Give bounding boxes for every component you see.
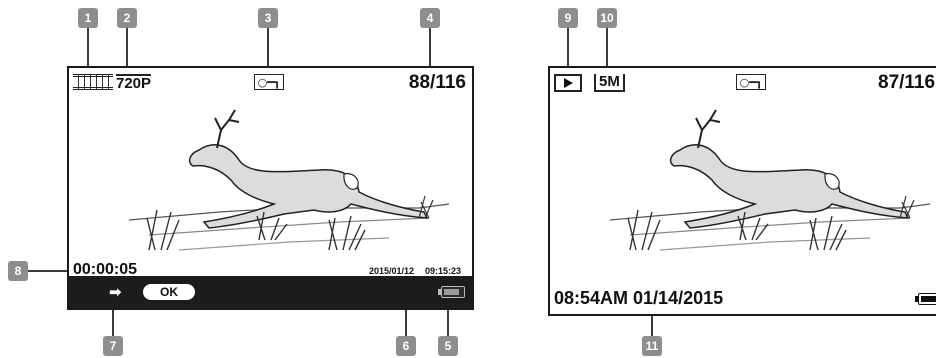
lock-icon: ○━┓ [254,74,284,90]
leader-7 [112,310,114,336]
callout-3: 3 [258,8,278,28]
callout-5: 5 [438,336,458,356]
callout-11: 11 [642,336,662,356]
status-bar: 5M ○━┓ 87/116 [550,68,936,96]
arrow-right-icon: ➡ [109,283,122,301]
resolution-label: 5M [594,74,625,92]
callout-7: 7 [103,336,123,356]
date-time: 08:54AM 01/14/2015 [554,288,723,309]
file-counter: 88/116 [409,72,466,94]
play-icon [554,74,582,92]
battery-icon [918,293,936,305]
battery-icon [441,286,465,298]
callout-9: 9 [558,8,578,28]
resolution-label: 720P [116,74,151,92]
photo-playback-screen: 5M ○━┓ 87/116 08:54AM 01/14/2015 [548,66,936,316]
leader-1 [87,28,89,68]
control-bar: ➡ OK [69,276,472,308]
callout-8: 8 [8,261,28,281]
time-stamp: 09:15:23 [425,266,461,276]
callout-6: 6 [396,336,416,356]
video-mode-icon [73,74,113,90]
leader-4 [429,28,431,70]
status-bar: 720P ○━┓ 88/116 [69,68,472,96]
leader-11 [651,316,653,336]
battery-fill [921,296,936,302]
leader-5 [447,310,449,336]
ok-button[interactable]: OK [143,284,195,300]
deer-illustration [89,100,459,260]
callout-10: 10 [597,8,617,28]
lock-icon: ○━┓ [736,74,766,90]
file-counter: 87/116 [878,72,935,94]
deer-illustration [570,100,936,260]
battery-fill [444,289,459,295]
date-stamp: 2015/01/12 [369,266,414,276]
leader-2 [126,28,128,68]
callout-2: 2 [117,8,137,28]
callout-1: 1 [78,8,98,28]
video-playback-screen: 720P ○━┓ 88/116 00:00:05 2015/01/12 09:1… [67,66,474,310]
callout-4: 4 [420,8,440,28]
leader-3 [267,28,269,70]
